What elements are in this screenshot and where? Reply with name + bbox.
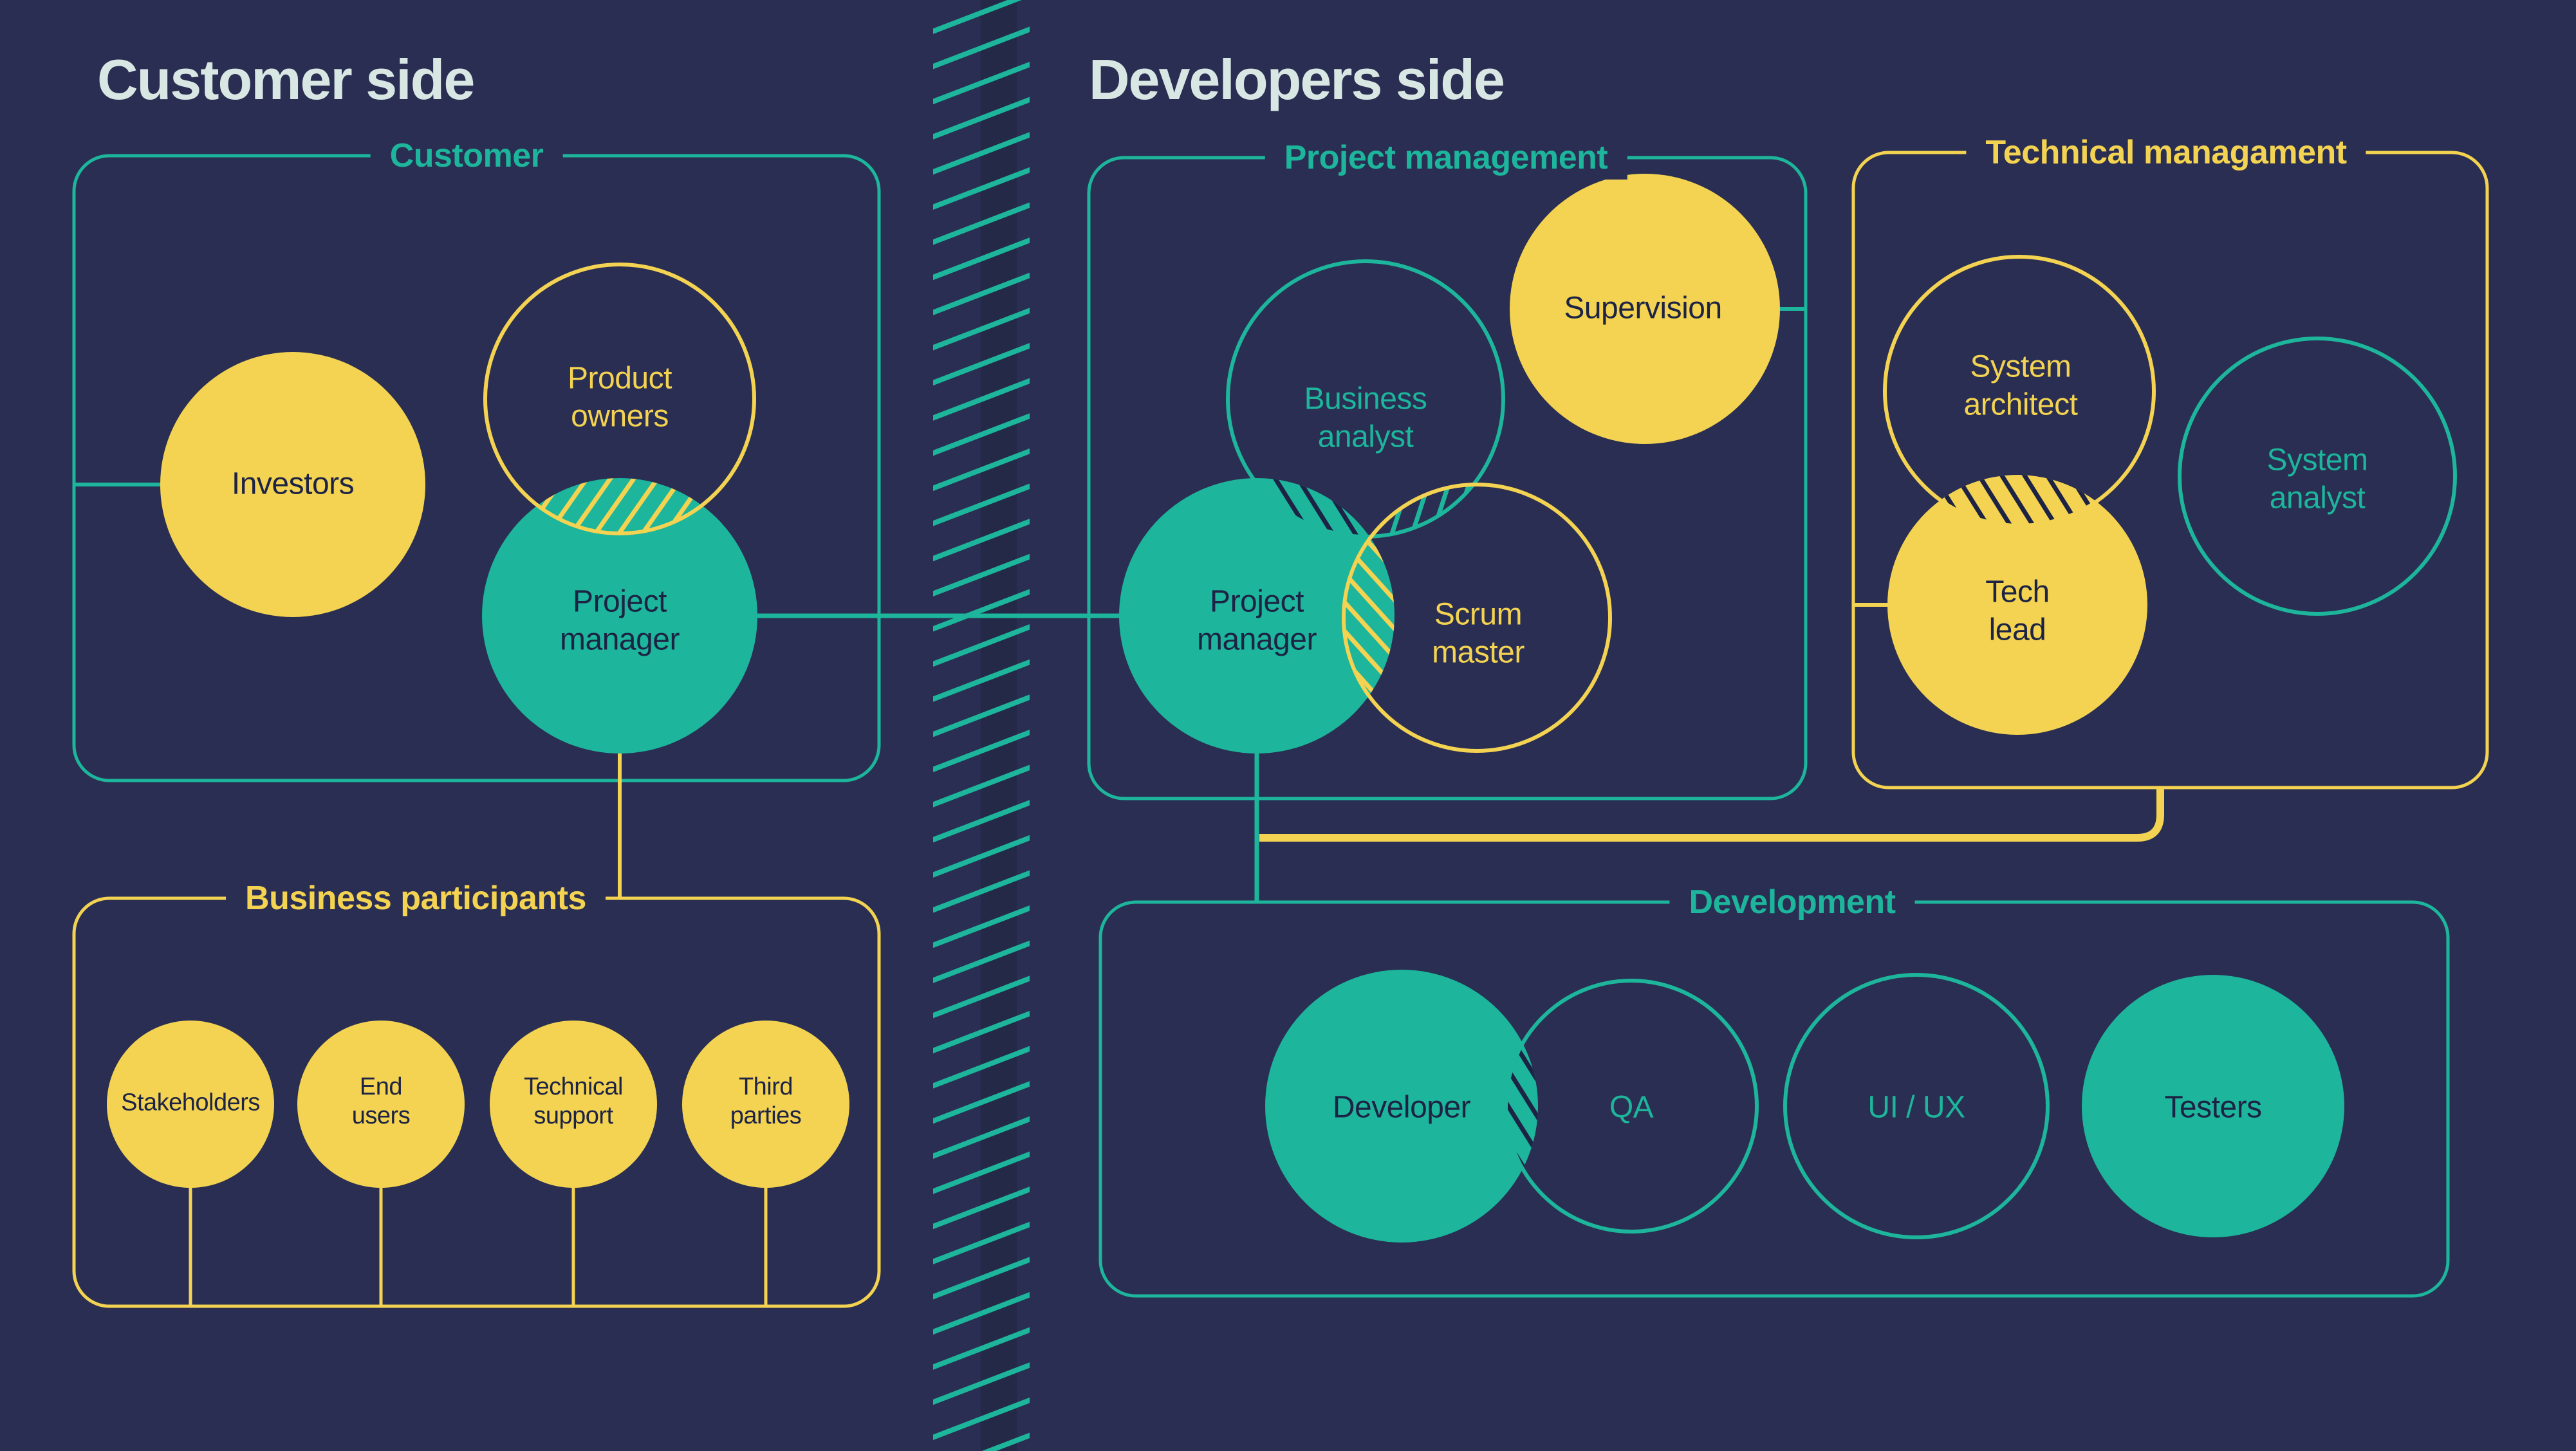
technical-management-box-label: Technical managament (1966, 131, 2366, 174)
supervision-circle (1510, 174, 1780, 444)
technical-support-circle (490, 1021, 657, 1188)
scrum-master-label: Scrum master (1432, 597, 1524, 669)
qa-circle (1504, 979, 1759, 1234)
supervision-label: Supervision (1564, 291, 1722, 326)
system-architect-circle (1883, 255, 2156, 528)
developers-side-title: Developers side (1089, 48, 1505, 111)
stakeholders-circle (107, 1021, 274, 1188)
project-manager-customer-circle (482, 478, 757, 753)
qa-label: QA (1609, 1090, 1654, 1125)
business-analyst-label: Business analyst (1304, 382, 1427, 454)
project-manager-customer-label: Project manager (560, 584, 680, 656)
end-users-label: End users (351, 1073, 411, 1129)
business-participants-box-label: Business participants (226, 876, 606, 920)
third-parties-circle (682, 1021, 849, 1188)
customer-side-title: Customer side (97, 48, 475, 111)
product-owners-circle (483, 263, 756, 535)
development-box-label: Development (1669, 880, 1915, 924)
investors-label: Investors (231, 467, 355, 501)
ui-ux-circle (1783, 973, 2050, 1239)
system-architect-label: System architect (1963, 349, 2078, 421)
connector-technical-management-to-pm-line (1259, 788, 2164, 842)
testers-label: Testers (2164, 1090, 2262, 1125)
tech-lead-label: Tech lead (1985, 575, 2050, 647)
divider-hatch-strip (933, 0, 1030, 1451)
developer-label: Developer (1332, 1090, 1471, 1125)
product-owners-label: Product owners (568, 361, 672, 433)
investors-circle (160, 352, 425, 617)
business-analyst-circle (1226, 259, 1505, 539)
developer-circle (1265, 970, 1538, 1243)
technical-support-label: Technical support (524, 1073, 623, 1129)
project-management-box-label: Project management (1265, 136, 1627, 180)
project-manager-dev-label: Project manager (1197, 584, 1317, 656)
project-manager-dev-circle (1119, 478, 1395, 753)
third-parties-label: Third parties (730, 1073, 802, 1129)
testers-circle (2082, 975, 2344, 1237)
customer-box-label: Customer (370, 134, 563, 178)
stakeholders-label: Stakeholders (121, 1089, 260, 1116)
ui-ux-label: UI / UX (1867, 1090, 1965, 1125)
end-users-circle (297, 1021, 465, 1188)
tech-lead-circle (1887, 475, 2147, 735)
system-analyst-circle (2178, 337, 2457, 616)
system-analyst-label: System analyst (2266, 443, 2368, 515)
scrum-master-circle (1342, 483, 1612, 753)
